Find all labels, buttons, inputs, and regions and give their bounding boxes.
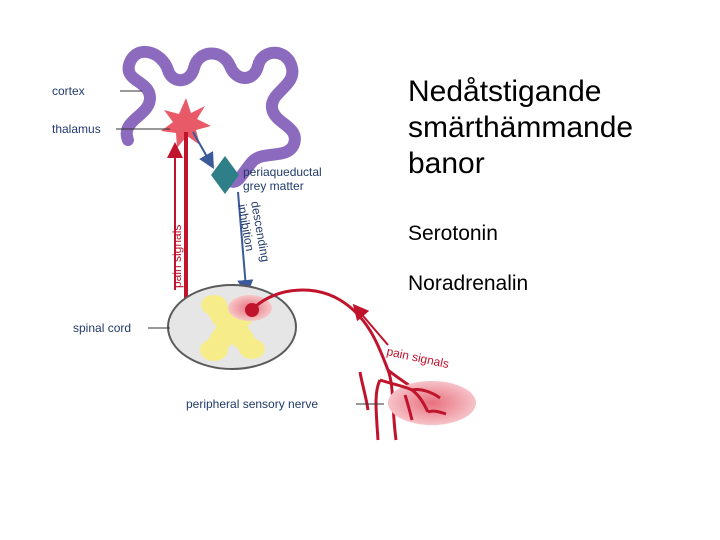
label-pain-signals-vertical: pain signals [170, 225, 184, 288]
cortex-shape [120, 45, 301, 188]
thalamus-to-pag-arrow [192, 131, 214, 169]
bullet-noradrenalin: Noradrenalin [408, 272, 529, 295]
leader-lines [116, 90, 384, 405]
label-pain-signals-peripheral: pain signals [385, 344, 450, 371]
descending-inhibition-arrow [237, 191, 254, 296]
slide-title: Nedåtstigande smärthämmande banor [408, 74, 633, 182]
pag-diamond [211, 156, 239, 194]
label-thalamus: thalamus [52, 122, 101, 136]
title-line-3: banor [408, 147, 485, 180]
label-spinal-cord: spinal cord [73, 321, 131, 335]
title-line-2: smärthämmande [408, 111, 634, 144]
label-pag-line1: periaqueductal [243, 165, 322, 179]
bullet-serotonin: Serotonin [408, 222, 498, 245]
label-peripheral-nerve: peripheral sensory nerve [186, 397, 318, 411]
thalamus-star [161, 98, 211, 148]
label-pag-line2: grey matter [243, 179, 304, 193]
title-line-1: Nedåtstigande [408, 75, 602, 108]
label-cortex: cortex [52, 84, 85, 98]
nerve-endings [358, 371, 447, 441]
peripheral-pain-arrow [352, 303, 389, 346]
